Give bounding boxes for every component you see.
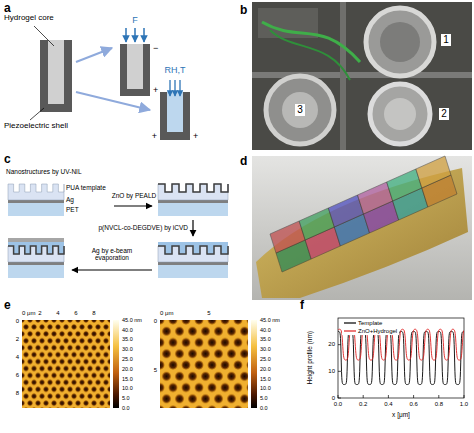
charge-sign: + — [153, 85, 158, 95]
colorbar-tick: 20.0 — [260, 366, 271, 372]
legend-entry: ZnO+Hydrogel — [342, 328, 399, 335]
colorbar-tick: 0.0 — [122, 405, 130, 411]
panel-letter: c — [4, 153, 11, 167]
colorbar-tick: 20.0 — [122, 366, 133, 372]
panel-letter: b — [240, 4, 247, 18]
axis-tick: 20 — [328, 341, 335, 348]
axis-tick: 2 — [16, 336, 19, 343]
colorbar-tick: 0.0 — [260, 405, 268, 411]
axis-tick: 0 — [154, 318, 157, 325]
callout-number: 1 — [441, 34, 451, 46]
colorbar-tick: 5.0 — [260, 395, 268, 401]
axis-tick: 5 — [207, 310, 210, 317]
axis-tick: 0.6 — [409, 401, 417, 408]
step-label: Nanostructures by UV-NIL — [6, 168, 82, 175]
axis-tick: 0 μm — [22, 310, 35, 317]
step-label: ZnO by PEALD — [112, 192, 156, 199]
callout-number: 3 — [295, 104, 305, 116]
layer-label: PET — [66, 206, 79, 213]
axis-tick: 0.4 — [384, 401, 392, 408]
layer-stacks — [8, 184, 228, 278]
step-label: Ag by e-beam evaporation — [81, 247, 143, 262]
axis-tick: 0.0 — [334, 401, 342, 408]
force-label: F — [132, 15, 138, 25]
afm-images — [22, 320, 257, 408]
axis-tick: 0 — [332, 395, 335, 402]
colorbar-tick: 10.0 — [122, 385, 133, 391]
axis-title: Height profile (nm) — [306, 331, 313, 384]
step-label: p(NVCL-co-DEGDVE) by iCVD — [98, 224, 188, 231]
part-label: Piezoelectric shell — [4, 121, 68, 130]
layer-label: Ag — [66, 196, 74, 203]
axis-tick: 1.0 — [460, 401, 468, 408]
axis-tick: 8 — [16, 390, 19, 397]
legend-text: ZnO+Hydrogel — [358, 328, 397, 335]
charge-sign: + — [193, 131, 198, 141]
colorbar-tick: 45.0 nm — [260, 317, 280, 323]
charge-sign: − — [153, 43, 158, 53]
colorbar-tick: 15.0 — [260, 376, 271, 382]
legend-line-sample — [344, 320, 356, 326]
panel-letter: e — [4, 299, 11, 313]
axis-tick: 4 — [16, 354, 19, 361]
part-label: Hydrogel core — [4, 13, 54, 22]
colorbar-tick: 5.0 — [122, 395, 130, 401]
axis-tick: 6 — [74, 310, 77, 317]
axis-tick: 4 — [56, 310, 59, 317]
callout-number: 2 — [439, 108, 449, 120]
axis-tick: 10 — [328, 368, 335, 375]
colorbar-tick: 40.0 — [260, 327, 271, 333]
colorbar-tick: 30.0 — [260, 346, 271, 352]
axis-tick: 8 — [92, 310, 95, 317]
panel-letter: f — [300, 299, 304, 313]
axis-tick: 0 — [16, 318, 19, 325]
legend-line-sample — [344, 328, 356, 334]
axis-tick: 2 — [38, 310, 41, 317]
axis-tick: 0 μm — [160, 310, 173, 317]
equipment-photo — [252, 2, 472, 150]
stimulus-label: RH,T — [165, 65, 186, 75]
axis-tick: 5 — [154, 367, 157, 374]
height-profile-plot — [338, 318, 464, 398]
colorbar-tick: 45.0 nm — [122, 317, 142, 323]
sample-photo — [252, 156, 472, 300]
panel-letter: d — [240, 155, 247, 169]
colorbar-tick: 30.0 — [122, 346, 133, 352]
axis-title: x [μm] — [392, 411, 410, 418]
layer-label: PUA template — [66, 184, 106, 191]
legend-text: Template — [358, 320, 382, 327]
colorbar-tick: 25.0 — [260, 356, 271, 362]
colorbar-tick: 15.0 — [122, 376, 133, 382]
charge-sign: + — [152, 131, 157, 141]
axis-tick: 0.2 — [359, 401, 367, 408]
colorbar-tick: 40.0 — [122, 327, 133, 333]
colorbar-tick: 35.0 — [260, 336, 271, 342]
colorbar-tick: 25.0 — [122, 356, 133, 362]
axis-tick: 6 — [16, 372, 19, 379]
axis-tick: 0.8 — [435, 401, 443, 408]
colorbar-tick: 35.0 — [122, 336, 133, 342]
colorbar-tick: 10.0 — [260, 385, 271, 391]
legend-entry: Template — [342, 320, 384, 327]
